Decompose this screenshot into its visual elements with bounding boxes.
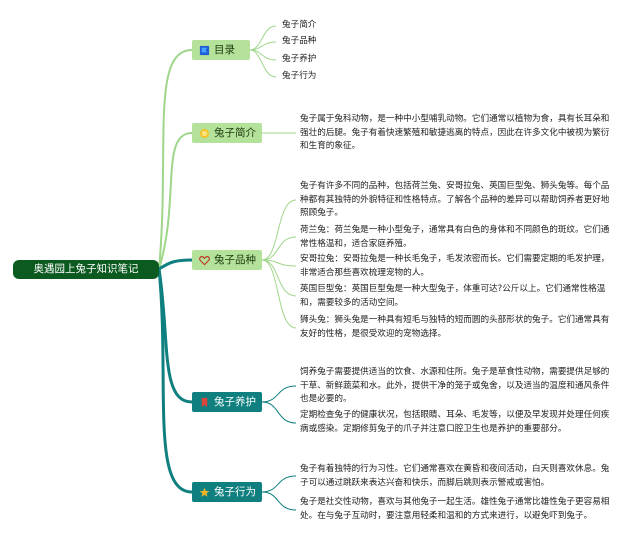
- breeds-paragraph-3: 安哥拉兔：安哥拉兔是一种长毛兔子，毛发浓密而长。它们需要定期的毛发护理，非常适合…: [300, 254, 610, 278]
- flag-icon: [199, 45, 210, 55]
- branch-intro[interactable]: 兔子简介: [192, 123, 262, 143]
- connector-breeds-p2: [261, 236, 297, 261]
- breeds-paragraph-5: 狮头兔：狮头兔是一种具有短毛与独特的短而圆的头部形状的兔子。它们通常具有友好的性…: [300, 315, 610, 339]
- toc-item-2[interactable]: 兔子品种: [282, 36, 317, 46]
- branch-breeds-label: 兔子品种: [214, 254, 256, 266]
- connector-care-p2: [261, 401, 297, 424]
- branch-care-label: 兔子养护: [214, 396, 256, 408]
- breeds-paragraph-2: 荷兰兔：荷兰兔是一种小型兔子，通常具有白色的身体和不同颜色的斑纹。它们通常性格温…: [300, 225, 610, 249]
- branch-intro-label: 兔子简介: [214, 127, 256, 139]
- breeds-paragraph-4: 英国巨型兔：英国巨型兔是一种大型兔子，体重可达?公斤以上。它们通常性格温和，需要…: [300, 284, 606, 308]
- star-icon: [199, 487, 210, 497]
- branch-behavior[interactable]: 兔子行为: [192, 482, 262, 502]
- branch-behavior-label: 兔子行为: [214, 486, 256, 498]
- care-paragraph-1: 饲养兔子需要提供适当的饮食、水源和住所。兔子是草食性动物，需要提供足够的干草、新…: [300, 367, 610, 404]
- toc-item-3[interactable]: 兔子养护: [282, 54, 317, 64]
- breeds-paragraph-1: 兔子有许多不同的品种，包括荷兰兔、安哥拉兔、英国巨型兔、狮头兔等。每个品种都有其…: [300, 181, 610, 218]
- behavior-paragraph-2: 兔子是社交性动物，喜欢与其他兔子一起生活。雄性兔子通常比雄性兔子更容易相处。在与…: [300, 497, 610, 521]
- connector-behavior-p1: [261, 475, 297, 493]
- connector-breeds-p5: [261, 259, 297, 329]
- connector-breeds: [158, 258, 193, 271]
- branch-care[interactable]: 兔子养护: [192, 392, 262, 412]
- connector-behavior-p2: [261, 491, 297, 511]
- toc-item-1[interactable]: 兔子简介: [282, 20, 317, 30]
- root-node[interactable]: 奥遇园上兔子知识笔记: [13, 260, 159, 279]
- behavior-paragraph-1: 兔子有着独特的行为习性。它们通常喜欢在黄昏和夜间活动，白天则喜欢休息。兔子可以通…: [300, 464, 610, 488]
- bookmark-icon: [201, 397, 208, 407]
- connector-toc-item-1: [249, 25, 277, 51]
- connector-breeds-p1: [261, 199, 297, 261]
- intro-paragraph: 兔子属于兔科动物，是一种中小型哺乳动物。它们通常以植物为食，具有长耳朵和强壮的后…: [300, 114, 610, 151]
- toc-item-4[interactable]: 兔子行为: [282, 71, 317, 81]
- sun-icon: [199, 128, 210, 138]
- care-paragraph-2: 定期检查兔子的健康状况，包括眼睛、耳朵、毛发等，以便及早发现并处理任何疾病或感染…: [300, 410, 610, 434]
- connector-toc: [158, 49, 193, 270]
- branch-toc[interactable]: 目录: [192, 40, 250, 60]
- connector-intro: [158, 132, 193, 270]
- branch-breeds[interactable]: 兔子品种: [192, 250, 262, 270]
- connector-toc-item-4: [249, 49, 277, 78]
- heart-icon: [199, 255, 210, 265]
- connector-care-p1: [261, 385, 297, 403]
- branch-toc-label: 目录: [214, 44, 235, 56]
- connector-behavior: [157, 268, 193, 494]
